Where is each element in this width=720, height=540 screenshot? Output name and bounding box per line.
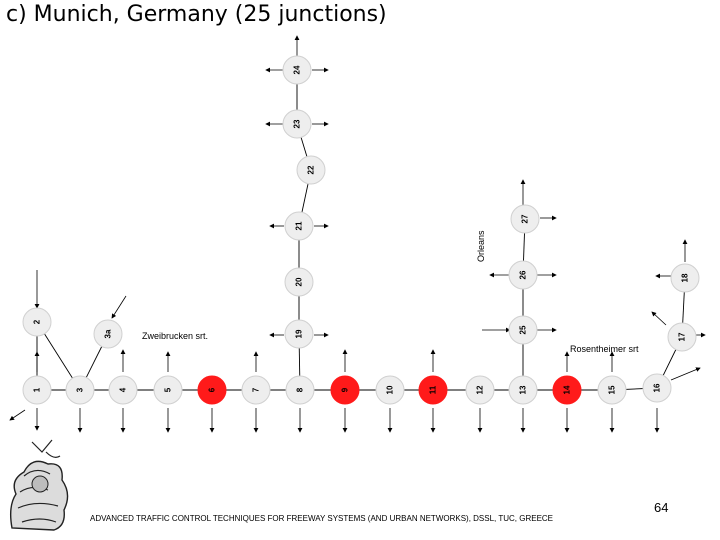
junction-label: 22 [307,165,316,174]
junction-label: 18 [681,273,690,282]
approach-arrows [9,35,706,433]
junction-16: 16 [642,373,672,403]
junction-label: 3 [76,387,85,392]
junction-circle [510,204,540,234]
junction-label: 11 [429,385,438,394]
junction-circle [552,375,582,405]
junction-4: 4 [108,375,138,405]
junction-label: 14 [563,385,572,394]
junction-14: 14 [552,375,582,405]
street-label: Rosentheimer srt [570,344,639,354]
junction-label: 12 [476,385,485,394]
junction-label: 17 [678,332,687,341]
junction-3a: 3a [93,319,123,349]
junction-label: 10 [386,385,395,394]
junction-circle [508,315,538,345]
junction-label: 4 [119,387,128,392]
junction-label: 25 [519,325,528,334]
junction-circle [282,55,312,85]
junction-27: 27 [510,204,540,234]
page-number: 64 [654,500,669,515]
junction-label: 21 [295,221,304,230]
junction-label: 26 [519,270,528,279]
junction-circle [197,375,227,405]
junction-1: 1 [22,375,52,405]
junction-label: 13 [519,385,528,394]
junction-circle [597,375,627,405]
slide-title: c) Munich, Germany (25 junctions) [6,2,387,27]
junction-11: 11 [418,375,448,405]
junction-22: 22 [296,155,326,185]
junction-circle [285,375,315,405]
junction-2: 2 [22,307,52,337]
junction-8: 8 [285,375,315,405]
junction-label: 16 [653,383,662,392]
junction-24: 24 [282,55,312,85]
junction-circle [418,375,448,405]
junction-13: 13 [508,375,538,405]
junction-7: 7 [241,375,271,405]
junction-circle [241,375,271,405]
junction-label: 9 [341,387,350,392]
junction-circle [465,375,495,405]
street-label: Orleans [476,230,486,262]
university-logo [2,436,76,534]
junction-circle [22,375,52,405]
junction-circle [375,375,405,405]
junction-circle [284,211,314,241]
junction-label: 2 [33,319,42,324]
junction-circle [153,375,183,405]
road-links [36,70,686,391]
junction-3: 3 [65,375,95,405]
junction-circle [22,307,52,337]
junction-10: 10 [375,375,405,405]
junction-label: 8 [296,387,305,392]
junction-label: 6 [208,387,217,392]
junction-label: 1 [33,387,42,392]
junction-label: 24 [293,65,302,74]
junction-21: 21 [284,211,314,241]
junction-label: 27 [521,214,530,223]
junction-circle [508,375,538,405]
junction-6: 6 [197,375,227,405]
junction-23: 23 [282,109,312,139]
junction-25: 25 [508,315,538,345]
junction-label: 3a [104,329,113,338]
junction-label: 23 [293,119,302,128]
junction-20: 20 [284,267,314,297]
junction-circle [284,319,314,349]
junction-circle [296,155,326,185]
street-labels: Zweibrucken srt. Orleans Rosentheimer sr… [142,230,639,354]
junction-12: 12 [465,375,495,405]
junction-label: 20 [295,277,304,286]
junction-circle [282,109,312,139]
junction-9: 9 [330,375,360,405]
street-label: Zweibrucken srt. [142,331,208,341]
junction-circle [93,319,123,349]
junction-18: 18 [670,263,700,293]
junction-label: 5 [164,387,173,392]
junction-15: 15 [597,375,627,405]
junction-label: 19 [295,329,304,338]
junction-circle [284,267,314,297]
junction-19: 19 [284,319,314,349]
slide-footer: ADVANCED TRAFFIC CONTROL TECHNIQUES FOR … [90,514,554,523]
junction-circle [670,263,700,293]
junction-5: 5 [153,375,183,405]
junction-circle [108,375,138,405]
junction-circle [508,260,538,290]
junction-26: 26 [508,260,538,290]
junction-circle [667,322,697,352]
junction-circle [65,375,95,405]
junction-17: 17 [667,322,697,352]
junction-circle [330,375,360,405]
junction-circle [642,373,672,403]
junction-label: 7 [252,387,261,392]
junction-label: 15 [608,385,617,394]
